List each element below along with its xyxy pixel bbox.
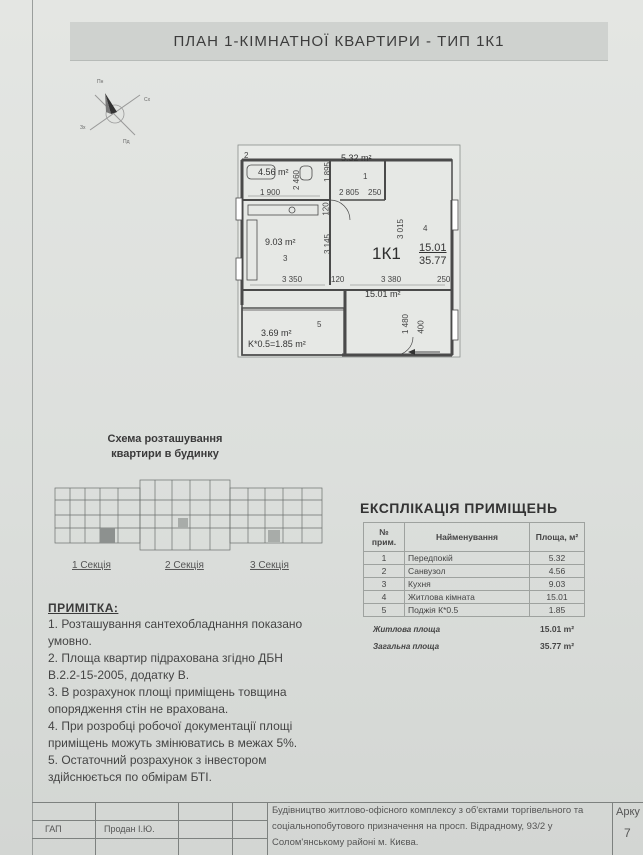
living-area-label: Житлова площа: [373, 625, 441, 634]
room-number-1: 1: [363, 172, 368, 181]
footer-row-line: [32, 820, 267, 821]
row-num: 4: [363, 590, 405, 604]
unit-label: 1К1: [372, 244, 401, 263]
dim-250-top: 250: [368, 188, 382, 197]
dim-1895: 1 895: [323, 161, 333, 183]
footer-top-line: [32, 802, 643, 803]
note-item: 2. Площа квартир підрахована згідно ДБН …: [48, 651, 283, 682]
table-header-row: № прим. Найменування Площа, м²: [363, 522, 585, 552]
note-item: 4. При розробці робочої документації пло…: [48, 719, 298, 750]
row-num: 2: [363, 564, 405, 578]
dim-250-bottom: 250: [437, 275, 451, 284]
loggia-coef-area: K*0.5=1.85 m²: [248, 339, 306, 349]
bath-area: 4.56 m²: [258, 167, 289, 177]
dim-3145: 3 145: [323, 233, 333, 255]
margin-line: [32, 0, 33, 855]
dim-400: 400: [416, 320, 426, 334]
footer-col-line: [95, 802, 96, 855]
footer-col-line-3: [232, 802, 233, 855]
sheet-number: 7: [624, 826, 631, 840]
row-name: Санвузол: [404, 564, 530, 578]
title-bar: ПЛАН 1-КІМНАТНОЇ КВАРТИРИ - ТИП 1К1: [70, 22, 608, 61]
footer-role: ГАП: [45, 824, 62, 834]
table-row: 2 Санвузол 4.56: [363, 564, 585, 578]
explication-table: № прим. Найменування Площа, м² 1 Передпо…: [363, 522, 585, 617]
header-name: Найменування: [404, 522, 530, 552]
kitchen-area: 9.03 m²: [265, 237, 296, 247]
dim-120-vertical: 120: [321, 202, 331, 216]
row-area: 5.32: [529, 551, 585, 565]
row-num: 3: [363, 577, 405, 591]
room-number-4: 4: [423, 224, 428, 233]
note-item: 3. В розрахунок площі приміщень товщина …: [48, 685, 287, 716]
dim-2460: 2 460: [292, 169, 302, 191]
total-area-value: 35.77 m²: [540, 641, 575, 651]
scheme-title: Схема розташування квартири в будинку: [90, 432, 240, 462]
footer-col-line-2: [178, 802, 179, 855]
header-area: Площа, м²: [529, 522, 585, 552]
compass-west-label: Зх: [80, 125, 86, 131]
table-row: 3 Кухня 9.03: [363, 577, 585, 591]
row-num: 5: [363, 603, 405, 617]
section-1-label: 1 Секція: [72, 560, 111, 571]
dim-3380: 3 380: [381, 275, 402, 284]
notes-heading: ПРИМІТКА:: [48, 601, 119, 615]
total-area-label: Загальна площа: [373, 642, 440, 651]
section-2-label: 2 Секція: [165, 560, 204, 571]
table-row: 1 Передпокій 5.32: [363, 551, 585, 565]
dim-2805: 2 805: [339, 188, 360, 197]
row-area: 4.56: [529, 564, 585, 578]
room-number-3: 3: [283, 254, 288, 263]
unit-total-area: 35.77: [419, 255, 447, 267]
footer-row-line-2: [32, 838, 267, 839]
hall-area: 5.32 m²: [341, 153, 372, 163]
footer-col-line-5: [612, 802, 613, 855]
footer-description: Будівництво житлово-офісного комплексу з…: [272, 805, 584, 848]
dim-3015: 3 015: [396, 218, 406, 240]
sheet-label: Арку: [616, 806, 640, 818]
table-row: 4 Житлова кімната 15.01: [363, 590, 585, 604]
compass-icon: [89, 93, 141, 136]
row-area: 15.01: [529, 590, 585, 604]
table-row: 5 Поджія К*0.5 1.85: [363, 603, 585, 617]
dim-3350: 3 350: [282, 275, 303, 284]
floor-plan: [235, 144, 461, 358]
dim-120-horizontal: 120: [331, 275, 345, 284]
row-name: Кухня: [404, 577, 530, 591]
row-name: Поджія К*0.5: [404, 603, 530, 617]
unit-living-area: 15.01: [419, 242, 447, 254]
room-number-5: 5: [317, 320, 322, 329]
row-name: Житлова кімната: [404, 590, 530, 604]
page-title: ПЛАН 1-КІМНАТНОЇ КВАРТИРИ - ТИП 1К1: [173, 33, 505, 50]
row-name: Передпокій: [404, 551, 530, 565]
row-num: 1: [363, 551, 405, 565]
footer-person: Продан І.Ю.: [104, 824, 155, 834]
explication-title: ЕКСПЛІКАЦІЯ ПРИМІЩЕНЬ: [360, 500, 558, 516]
living-area-value: 15.01 m²: [540, 624, 575, 634]
compass-east-label: Сх: [144, 97, 151, 103]
compass-north-label: Пн: [97, 79, 104, 85]
note-item: 1. Розташування сантехобладнання показан…: [48, 617, 303, 648]
scheme-title-line1: Схема розташування: [107, 433, 223, 445]
scheme-title-line2: квартири в будинку: [111, 448, 219, 460]
living-area: 15.01 m²: [365, 289, 401, 299]
room-number-2: 2: [244, 151, 249, 160]
loggia-area: 3.69 m²: [261, 328, 292, 338]
row-area: 1.85: [529, 603, 585, 617]
section-3-label: 3 Секція: [250, 560, 289, 571]
footer-col-line-4: [267, 802, 268, 855]
compass-south-label: Пд: [123, 139, 130, 145]
header-num: № прим.: [363, 522, 405, 552]
note-item: 5. Остаточний розрахунок з інвестором зд…: [48, 753, 267, 784]
dim-1900: 1 900: [260, 188, 281, 197]
dim-1480: 1 480: [401, 313, 411, 335]
row-area: 9.03: [529, 577, 585, 591]
